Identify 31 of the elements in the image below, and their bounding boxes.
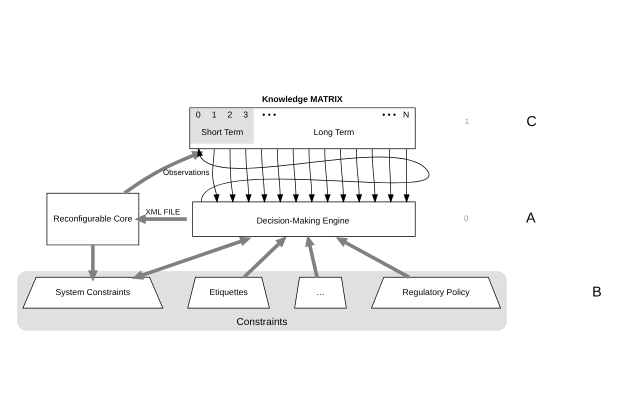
arrow — [212, 148, 220, 203]
label: 0 — [464, 214, 468, 224]
node-box: Decision-Making Engine — [192, 202, 416, 237]
node-label: Knowledge MATRIX — [262, 94, 343, 104]
label: B — [592, 284, 602, 300]
arrow — [340, 148, 346, 203]
arrow — [404, 148, 410, 203]
arrow — [305, 234, 319, 278]
arrow — [308, 148, 315, 203]
label: A — [526, 210, 536, 227]
arrow — [388, 148, 394, 203]
arrow — [292, 148, 299, 203]
edge-label: XML FILE — [146, 208, 180, 217]
arrow — [242, 236, 287, 279]
arrow — [372, 148, 378, 203]
arrow — [324, 148, 331, 203]
label: 1 — [464, 117, 470, 126]
arrow — [356, 148, 362, 203]
edge-label: Observations — [163, 168, 210, 178]
arrow — [134, 214, 187, 224]
arrow — [132, 236, 252, 280]
arrow — [88, 245, 98, 282]
arrow — [261, 148, 268, 203]
label: C — [526, 114, 537, 130]
node-box: Reconfigurable Core — [46, 192, 140, 246]
arrow — [336, 237, 410, 279]
arrow — [197, 148, 430, 202]
arrow — [124, 150, 204, 195]
arrow — [245, 148, 252, 203]
arrow — [277, 148, 284, 203]
arrow — [230, 148, 236, 203]
